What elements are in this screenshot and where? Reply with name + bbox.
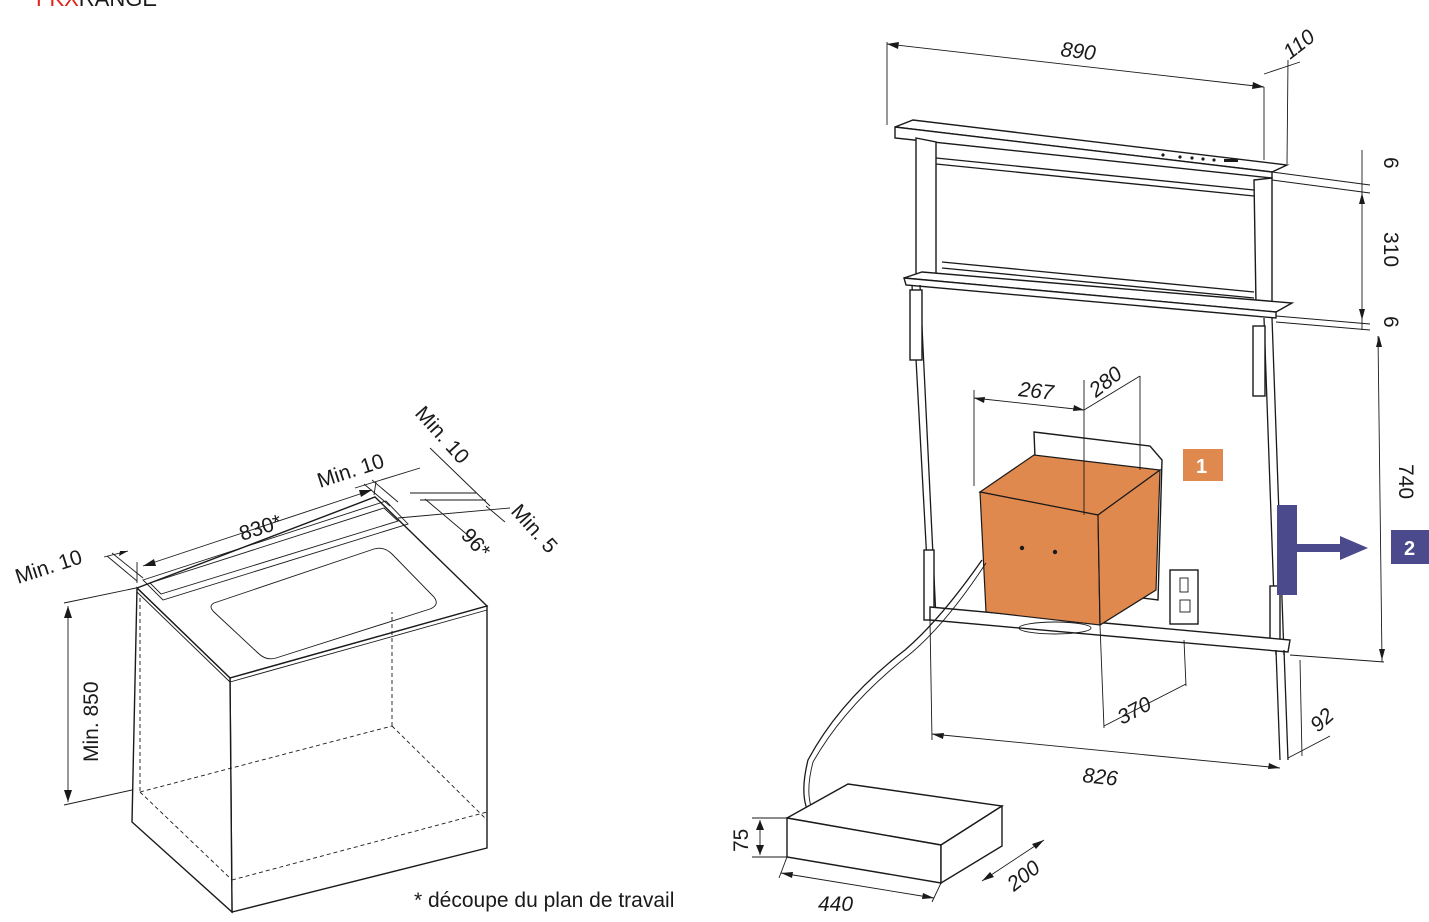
min-mid-label: Min. 10 [314, 450, 387, 493]
frame-width-label: 826 [1081, 764, 1119, 791]
arrow-icon [1340, 536, 1368, 560]
motor-depth-label: 280 [1084, 362, 1127, 403]
cutout-slot [142, 500, 409, 601]
hood-top-bar [894, 119, 1290, 173]
badge-2-label: 2 [1404, 538, 1415, 560]
box-width-label: 440 [818, 893, 853, 916]
min-left-label: Min. 10 [12, 546, 85, 589]
frame-depth-label: 92 [1306, 704, 1339, 737]
footnote: * découpe du plan de travail [414, 889, 674, 912]
min-side-label: Min. 5 [506, 500, 561, 558]
cabinet-side [131, 586, 233, 914]
control-box: 75 440 200 [730, 783, 1045, 916]
badge-1 [1183, 449, 1223, 481]
total-height-label: 740 [1394, 464, 1417, 499]
brand-text: FKXRANGE [36, 0, 157, 11]
brand-red: FKX [36, 0, 79, 11]
control-module [1169, 569, 1199, 625]
box-height-label: 75 [730, 829, 753, 852]
hood-width-label: 890 [1059, 38, 1097, 65]
motor-width-label: 267 [1016, 378, 1056, 405]
raised-height-label: 310 [1379, 232, 1402, 267]
cooktop [210, 547, 437, 660]
min-height-label: Min. 850 [80, 681, 103, 762]
downdraft-hood: 1 2 890 110 6 310 6 740 [803, 25, 1429, 819]
motor-front [979, 491, 1101, 626]
gap-top-label: 6 [1379, 157, 1402, 169]
box-depth-label: 200 [1002, 856, 1045, 897]
box-side [940, 804, 1003, 885]
base-cabinet: 830* Min. 10 Min. 10 Min. 10 96* Min. 5 … [12, 402, 562, 914]
min-right-label: Min. 10 [410, 402, 473, 469]
gap-bottom-label: 6 [1379, 316, 1402, 328]
motor-offset-label: 370 [1114, 693, 1156, 730]
badge-2 [1391, 530, 1429, 564]
airflow-panel [1277, 505, 1297, 595]
motor-side [1097, 468, 1161, 627]
hood-depth-label: 110 [1279, 25, 1320, 64]
brand-rest: RANGE [79, 0, 157, 11]
badge-1-label: 1 [1196, 456, 1207, 478]
hood-frame-bar [903, 271, 1295, 313]
power-cable [803, 559, 983, 819]
